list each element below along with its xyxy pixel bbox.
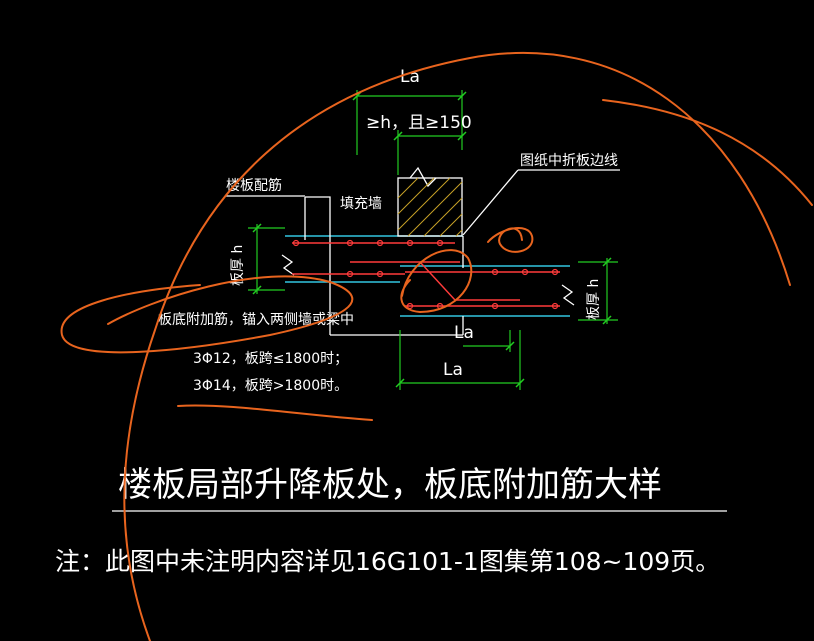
markup-right-arc [602,99,813,206]
infill-wall-hatch [397,177,463,237]
markup-left-ellipse [60,275,354,354]
markup-big-arc [123,52,791,641]
dim-top-condition: ≥h，且≥150 [366,113,472,133]
markup-squiggle [487,227,534,253]
extra-bar-title: 板底附加筋，锚入两侧墙或梁中 [158,311,354,328]
wall-lines [225,166,620,336]
rebar-dots [292,239,559,310]
dim-bottom-label: La [443,360,463,380]
drawing-title: 楼板局部升降板处，板底附加筋大样 [118,465,662,505]
extra-bar-rule-2: 3Φ14，板跨>1800时。 [193,378,348,394]
extra-bar-rule-1: 3Φ12，板跨≤1800时； [193,351,348,367]
dimension-lines [248,90,618,390]
markup-center-ellipse [400,249,473,314]
infill-wall-label: 填充墙 [340,196,382,212]
slab-thickness-left-label: 板厚 h [230,245,246,286]
dimension-ticks [252,91,612,388]
markup-underline [177,404,373,421]
markup-annotations [60,52,813,641]
drawing-note: 注：此图中未注明内容详见16G101-1图集第108~109页。 [55,547,720,576]
dim-mid-label: La [454,323,474,343]
slab-reinforcement-label: 楼板配筋 [226,177,282,194]
slab-thickness-right-label: 板厚 h [586,279,602,320]
rebar-lines [292,242,560,307]
fold-edge-line-label: 图纸中折板边线 [520,153,618,169]
